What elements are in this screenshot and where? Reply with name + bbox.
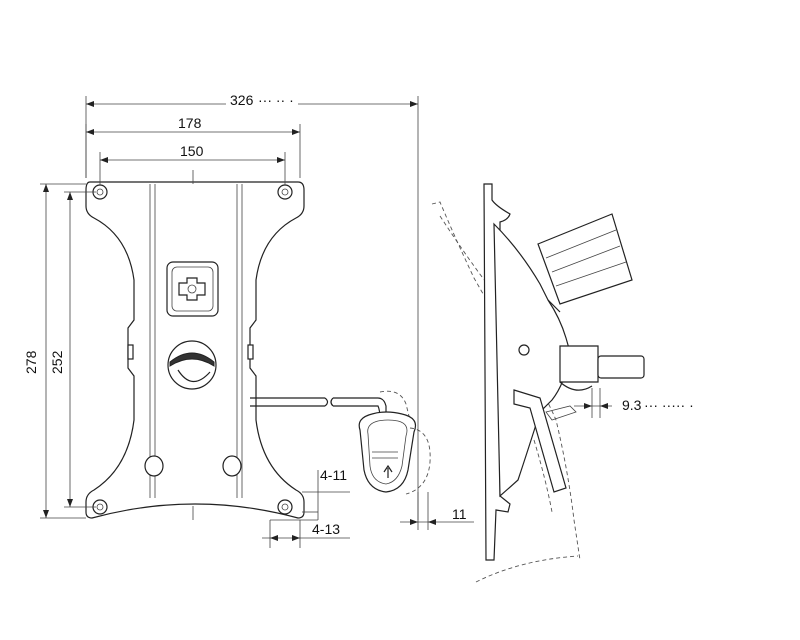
dim-hole-size-b-label: 4-13 — [312, 521, 340, 537]
tension-knob — [537, 213, 633, 313]
lever-knob — [358, 411, 431, 495]
dimension-hole-span-height: 252 — [49, 191, 96, 508]
dim-plate-width-label: 178 — [178, 115, 202, 131]
dimension-plate-width: 178 — [85, 115, 301, 178]
dim-hole-span-width-label: 150 — [180, 143, 204, 159]
dimension-side-offset: 11 — [400, 492, 474, 530]
dim-shaft-offset-dots: ··· ····· · — [644, 397, 694, 413]
dim-overall-height-label: 278 — [23, 350, 39, 374]
center-pivot — [167, 340, 217, 390]
tilt-control-lever — [250, 390, 411, 421]
gas-lift-boss — [166, 261, 219, 317]
dim-overall-width-dots: ··· ·· · — [258, 92, 294, 108]
dim-hole-span-height-label: 252 — [49, 350, 65, 374]
side-nub-right — [247, 344, 254, 360]
mounting-hole-top-right — [277, 184, 293, 200]
dim-side-offset-label: 11 — [452, 506, 467, 522]
dimension-overall-height: 278 — [23, 183, 86, 519]
dimension-hole-span-width: 150 — [99, 143, 286, 185]
front-view-plate — [85, 170, 305, 520]
side-shaft — [559, 345, 645, 391]
side-view: 9.3 ··· ····· · — [431, 183, 694, 583]
dim-hole-size-a-label: 4-11 — [320, 467, 347, 483]
dimension-shaft-offset: 9.3 ··· ····· · — [574, 388, 694, 418]
plate-outline — [85, 181, 305, 519]
tilt-arc — [475, 555, 579, 583]
dimension-hole-sizes: 4-11 4-13 — [262, 467, 350, 548]
side-pivot-bolt — [518, 344, 530, 356]
dimension-overall-width: 326 ··· ·· · — [85, 92, 419, 520]
side-lever — [513, 389, 577, 493]
side-nub-left — [127, 344, 134, 360]
slot-hole-right — [222, 455, 242, 477]
dim-shaft-offset-label: 9.3 — [622, 397, 642, 413]
mounting-hole-bottom-right — [277, 499, 293, 515]
dim-overall-width-label: 326 — [230, 92, 254, 108]
slot-hole-left — [144, 455, 164, 477]
